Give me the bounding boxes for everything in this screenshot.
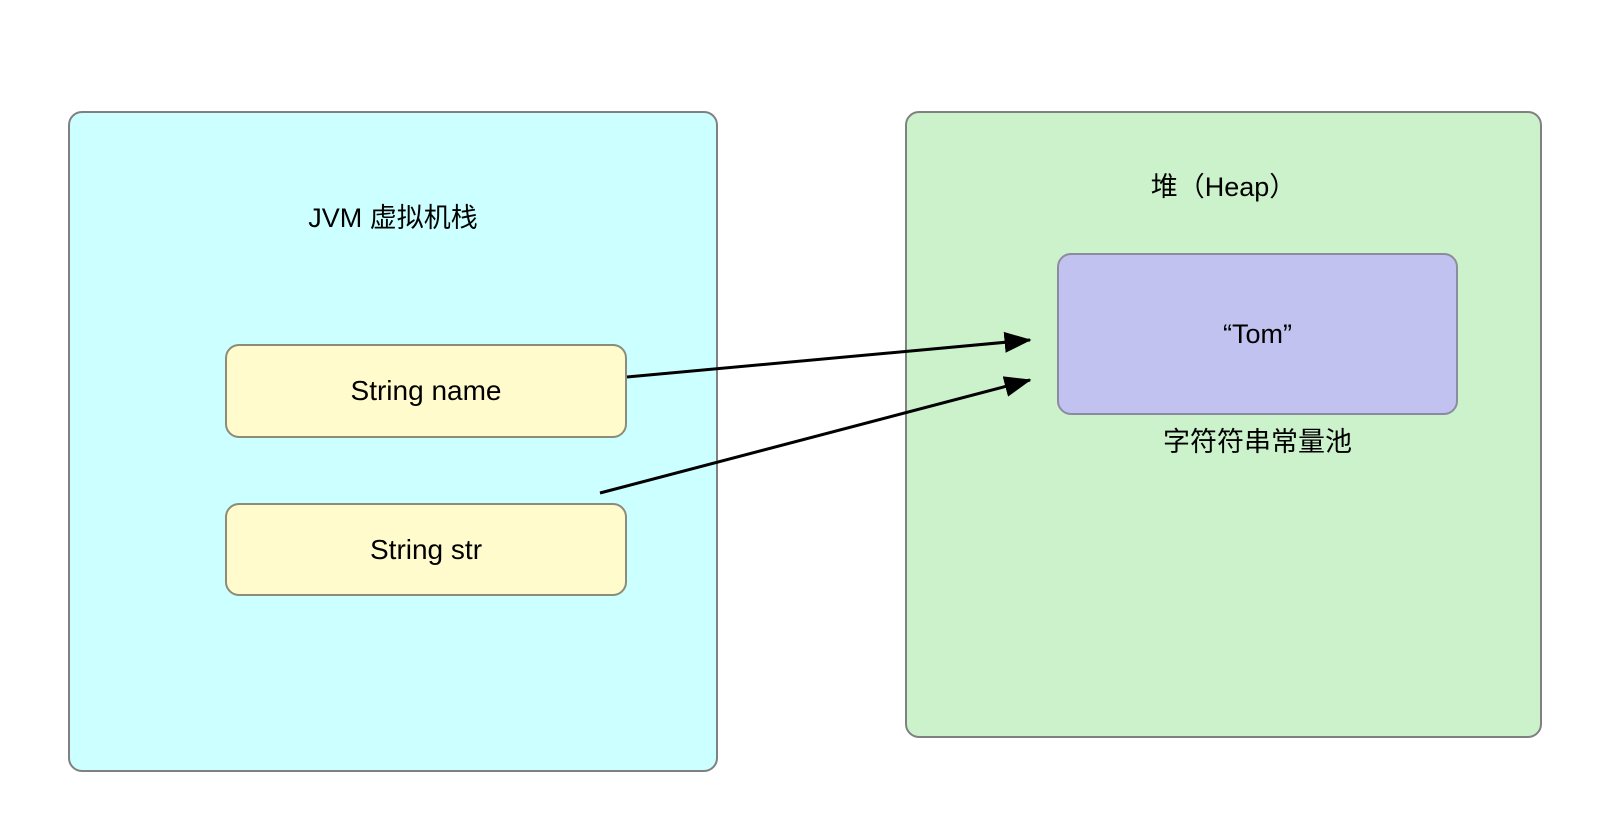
heap-title: 堆（Heap） — [1150, 172, 1297, 202]
string-literal-value: “Tom” — [1223, 318, 1292, 349]
jvm-stack-title: JVM 虚拟机栈 — [308, 203, 478, 233]
stack-variable-label: String name — [350, 375, 502, 406]
jvm-stack-region: JVM 虚拟机栈 — [68, 111, 718, 772]
stack-variable-string-name: String name — [225, 344, 627, 438]
stack-variable-string-str: String str — [225, 503, 627, 596]
string-constant-pool-box: “Tom” — [1057, 253, 1458, 415]
string-constant-pool-caption: 字符符串常量池 — [1163, 427, 1352, 457]
stack-variable-label: String str — [369, 533, 483, 565]
